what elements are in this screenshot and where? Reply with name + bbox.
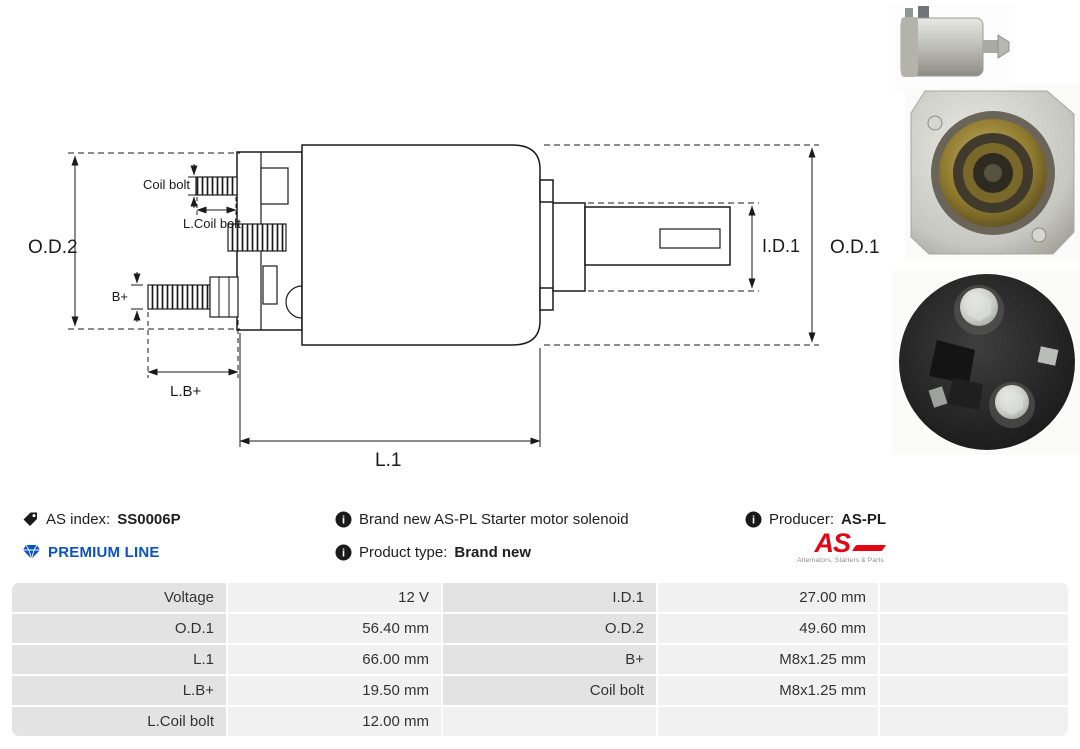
b-plus-stud [147,284,211,310]
aspl-logo-swoosh-icon [851,545,887,551]
spec-value: 12.00 mm [228,707,441,736]
photo-terminal-stud [905,8,913,22]
spec-value: 49.60 mm [658,614,878,643]
svg-text:i: i [342,547,345,559]
photo-fork-end [997,34,1010,59]
producer-label: Producer: [769,510,835,528]
threaded-bushing [227,223,287,252]
spec-label: Coil bolt [443,676,656,705]
spec-value: 19.50 mm [228,676,441,705]
svg-text:i: i [342,514,345,526]
photo-bore-center [984,164,1002,182]
mounting-ear-top [539,179,554,203]
as-index-row: AS index: SS0006P [22,509,181,529]
dimension-labels: O.D.2 O.D.1 I.D.1 L.1 L.B+ B+ Coil bolt … [28,177,880,471]
spec-filler [880,707,1068,736]
photo-end-cap [901,17,918,77]
photo-metal-tab [928,386,948,408]
info-icon: i [335,511,352,527]
spec-table: Voltage 12 V I.D.1 27.00 mm O.D.1 56.40 … [12,583,1068,736]
spec-label: B+ [443,645,656,674]
aspl-logo: AS Alternators, Starters & Parts [797,528,887,564]
product-type-row: i Product type: Brand new [335,542,531,562]
end-collar [552,202,586,292]
dim-label-id1: I.D.1 [762,236,800,256]
dim-label-b-plus: B+ [112,289,128,304]
spec-row: Voltage 12 V I.D.1 27.00 mm [12,583,1068,612]
product-type-value: Brand new [454,543,532,561]
spec-value: 27.00 mm [658,583,878,612]
spec-label: I.D.1 [443,583,656,612]
spec-label: Voltage [12,583,226,612]
photo-connector-bracket [929,340,975,384]
spec-filler [880,583,1068,612]
dim-label-lb-plus: L.B+ [170,383,202,400]
info-icon: i [745,511,762,527]
solenoid-body [301,144,541,346]
spec-filler [880,676,1068,705]
aspl-logo-text: AS [814,528,851,558]
info-icon: i [335,544,352,560]
spec-filler [880,645,1068,674]
product-type-label: Product type: [359,543,448,561]
solenoid-outline [147,144,731,346]
svg-text:i: i [752,514,755,526]
spec-value: M8x1.25 mm [658,676,878,705]
description-row: i Brand new AS-PL Starter motor solenoid [335,509,629,529]
product-description: Brand new AS-PL Starter motor solenoid [359,510,629,528]
spec-value [658,707,878,736]
mounting-ear-bottom [539,287,554,311]
dim-label-od2: O.D.2 [28,237,78,258]
aspl-logo-mark: AS [797,528,887,558]
spec-row: O.D.1 56.40 mm O.D.2 49.60 mm [12,614,1068,643]
plunger-slot [659,228,721,249]
dim-label-l1: L.1 [375,450,401,471]
dimension-lines [68,144,819,447]
tag-icon [23,512,37,526]
b-plus-nut [209,276,239,318]
as-index-label: AS index: [46,510,111,528]
dim-label-od1: O.D.1 [830,237,880,258]
producer-value: AS-PL [841,510,887,528]
diamond-icon [23,544,40,560]
spec-label: L.Coil bolt [12,707,226,736]
photo-metal-tab [1037,346,1059,366]
bracket-notch [285,285,303,319]
spec-row: L.Coil bolt 12.00 mm [12,707,1068,736]
spec-label [443,707,656,736]
dim-label-coil-bolt: Coil bolt [143,177,190,192]
photo-rivet [1031,227,1047,243]
aspl-logo-caption: Alternators, Starters & Parts [797,557,884,564]
premium-line-label: PREMIUM LINE [48,543,160,561]
terminal-block [260,167,289,205]
spec-row: L.B+ 19.50 mm Coil bolt M8x1.25 mm [12,676,1068,705]
technical-drawing: O.D.2 O.D.1 I.D.1 L.1 L.B+ B+ Coil bolt … [28,144,880,471]
photo-terminal-stud [918,6,929,22]
coil-bolt-stud [195,176,238,196]
spec-label: O.D.2 [443,614,656,643]
product-photo-rear-view [893,270,1080,455]
dim-label-l-coil-bolt: L.Coil bolt [183,216,241,231]
spec-value: 56.40 mm [228,614,441,643]
spec-row: L.1 66.00 mm B+ M8x1.25 mm [12,645,1068,674]
spec-label: L.B+ [12,676,226,705]
spec-value: 66.00 mm [228,645,441,674]
product-photo-side-view [893,4,1011,90]
spec-value: 12 V [228,583,441,612]
spec-label: O.D.1 [12,614,226,643]
photo-plunger-rod [983,40,998,53]
premium-line-row: PREMIUM LINE [22,542,160,562]
producer-row: i Producer: AS-PL [745,509,886,529]
as-index-value: SS0006P [117,510,181,528]
spec-filler [880,614,1068,643]
product-photo-front-view [905,85,1080,260]
spec-value: M8x1.25 mm [658,645,878,674]
photo-rivet [927,115,943,131]
spec-label: L.1 [12,645,226,674]
